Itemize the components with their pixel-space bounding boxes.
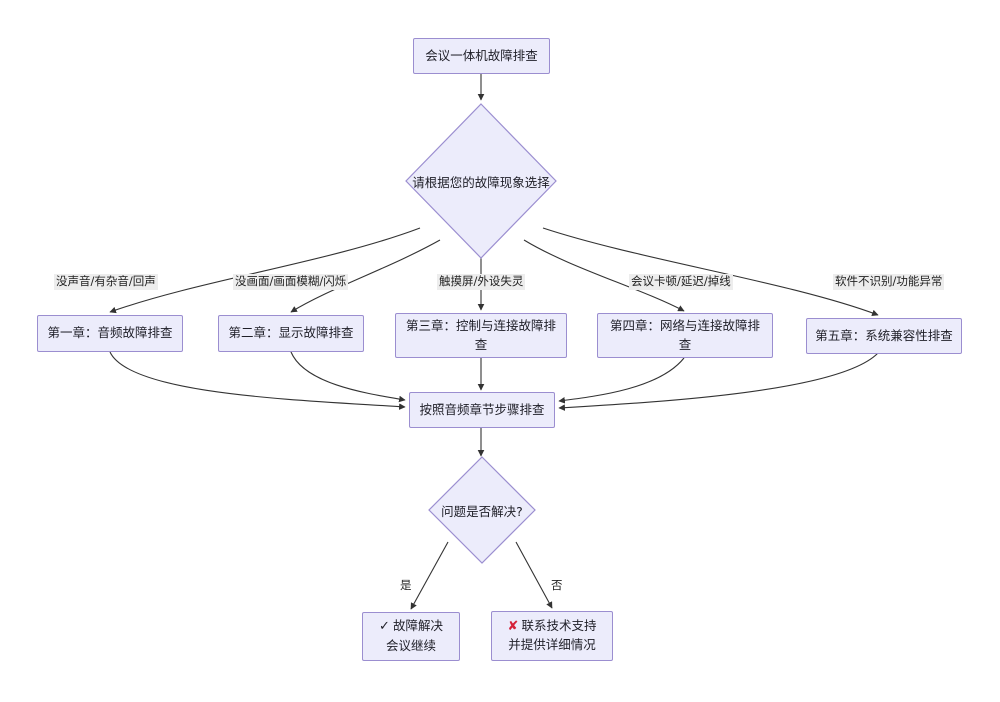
edge-label-software: 软件不识别/功能异常 bbox=[833, 274, 945, 290]
edge-label-audio: 没声音/有杂音/回声 bbox=[54, 274, 158, 290]
node-decision-resolved-label: 问题是否解决? bbox=[441, 503, 523, 519]
diamond-shape bbox=[428, 456, 536, 564]
node-start[interactable]: 会议一体机故障排查 bbox=[413, 38, 550, 74]
node-follow-steps[interactable]: 按照音频章节步骤排查 bbox=[409, 392, 555, 428]
node-chapter1[interactable]: 第一章：音频故障排查 bbox=[37, 315, 183, 352]
node-chapter2-label: 第二章：显示故障排查 bbox=[228, 325, 354, 341]
edge-chapter2-to-steps bbox=[290, 351, 406, 403]
edge-chapter5-to-steps bbox=[558, 352, 879, 411]
node-chapter3-label-line1: 第三章：控制与连接故障排 bbox=[405, 317, 556, 333]
node-decision-symptom[interactable]: 请根据您的故障现象选择 bbox=[405, 103, 557, 259]
node-decision-symptom-label: 请根据您的故障现象选择 bbox=[412, 174, 550, 190]
node-start-label: 会议一体机故障排查 bbox=[425, 47, 538, 63]
edge-decision-to-chapter5 bbox=[542, 227, 879, 317]
node-chapter4-label: 第四章：网络与连接故障排 查 bbox=[610, 317, 760, 355]
node-outcome-support-line1: 联系技术支持 bbox=[521, 617, 597, 633]
node-chapter5-label: 第五章：系统兼容性排查 bbox=[815, 327, 953, 343]
node-chapter3-label-line2: 查 bbox=[474, 336, 488, 352]
node-chapter4-label-line2: 查 bbox=[678, 336, 692, 352]
diamond-shape bbox=[405, 103, 557, 259]
node-outcome-support[interactable]: ✘联系技术支持 并提供详细情况 bbox=[491, 611, 613, 661]
cross-icon: ✘ bbox=[507, 618, 519, 634]
node-outcome-solved-line1: 故障解决 bbox=[392, 618, 443, 634]
node-outcome-solved-label: ✓故障解决 会议继续 bbox=[379, 617, 443, 655]
edge-label-control: 触摸屏/外设失灵 bbox=[437, 274, 526, 290]
node-chapter3-label: 第三章：控制与连接故障排 查 bbox=[406, 317, 556, 355]
node-follow-steps-label: 按照音频章节步骤排查 bbox=[419, 401, 545, 417]
edge-chapter4-to-steps bbox=[558, 357, 685, 404]
edge-label-display: 没画面/画面模糊/闪烁 bbox=[233, 274, 349, 290]
edge-decision-to-chapter2 bbox=[290, 239, 441, 313]
edge-resolved-no bbox=[515, 541, 553, 609]
node-chapter4-label-line1: 第四章：网络与连接故障排 bbox=[609, 317, 760, 333]
edge-chapter1-to-steps bbox=[109, 351, 406, 410]
node-outcome-solved[interactable]: ✓故障解决 会议继续 bbox=[362, 612, 460, 661]
check-icon: ✓ bbox=[379, 619, 390, 635]
edge-label-no: 否 bbox=[551, 578, 563, 592]
node-chapter2[interactable]: 第二章：显示故障排查 bbox=[218, 315, 364, 352]
node-chapter1-label: 第一章：音频故障排查 bbox=[47, 325, 173, 341]
node-decision-resolved[interactable]: 问题是否解决? bbox=[428, 456, 536, 564]
edge-label-network: 会议卡顿/延迟/掉线 bbox=[629, 274, 733, 290]
edge-decision-to-chapter1 bbox=[109, 227, 421, 314]
node-outcome-support-label: ✘联系技术支持 并提供详细情况 bbox=[508, 617, 597, 655]
edge-label-yes: 是 bbox=[400, 578, 412, 592]
node-outcome-solved-line2: 会议继续 bbox=[385, 637, 436, 653]
edge-decision-to-chapter4 bbox=[523, 239, 685, 312]
edge-resolved-yes bbox=[410, 541, 449, 610]
node-chapter3[interactable]: 第三章：控制与连接故障排 查 bbox=[395, 313, 567, 358]
node-chapter5[interactable]: 第五章：系统兼容性排查 bbox=[806, 318, 962, 354]
node-chapter4[interactable]: 第四章：网络与连接故障排 查 bbox=[597, 313, 773, 358]
node-outcome-support-line2: 并提供详细情况 bbox=[508, 637, 596, 653]
